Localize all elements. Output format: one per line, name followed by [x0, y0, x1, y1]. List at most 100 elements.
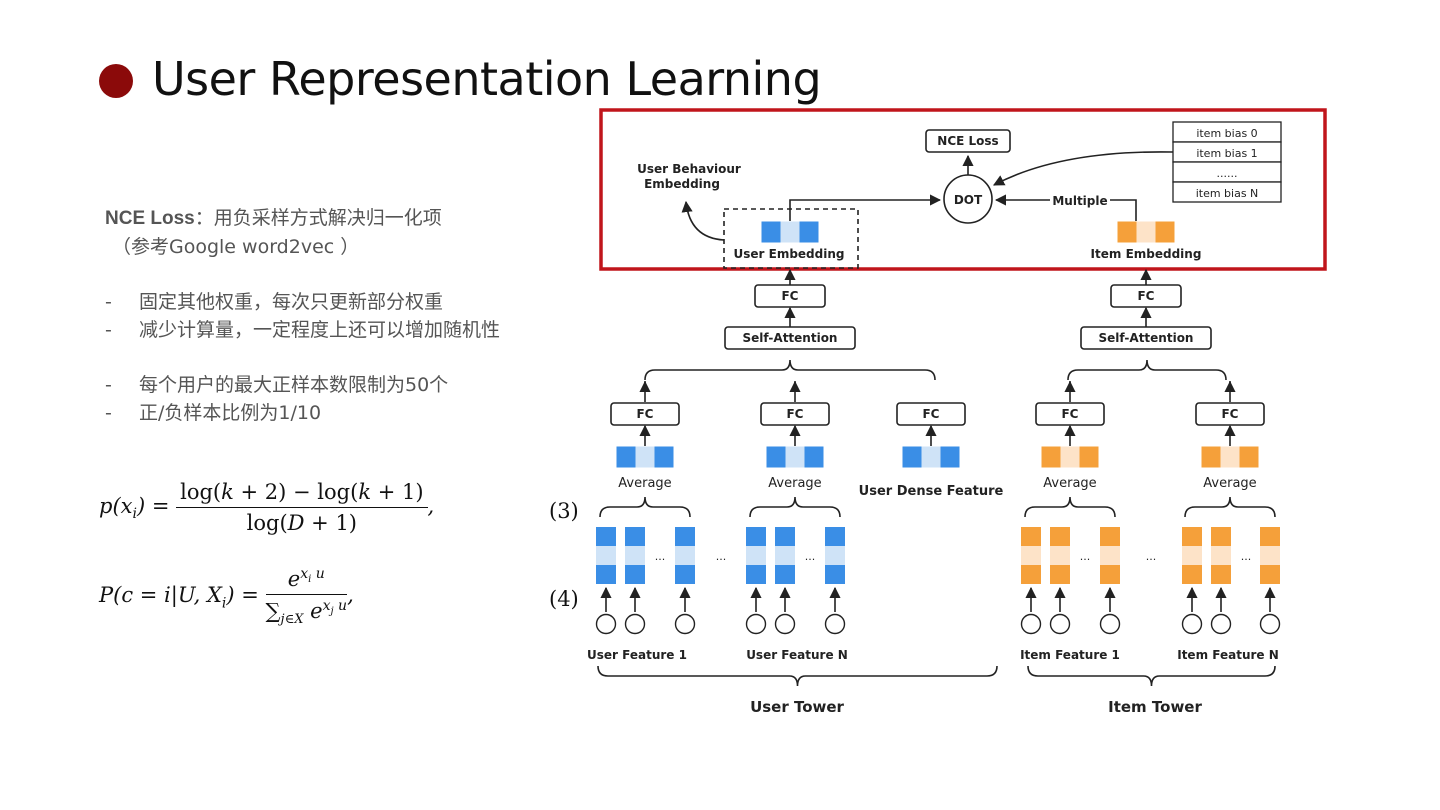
nce-loss-node-label: NCE Loss	[937, 134, 998, 148]
item-col-0-fc-node-label: FC	[1061, 407, 1078, 421]
user-g1-feature-vector-cell	[625, 527, 645, 546]
item-g2-feature-vector-cell	[1211, 546, 1231, 565]
user-col-1-avg-vector-cell	[785, 446, 805, 468]
item-g1-feature-vector-cell	[1050, 565, 1070, 584]
item-between-ellipsis: ...	[1146, 550, 1157, 563]
user-g1-feature-vector-cell	[625, 565, 645, 584]
item-embedding-vector-cell	[1117, 221, 1137, 243]
item-bias-label: item bias 1	[1196, 147, 1257, 160]
item-sa-brace	[1067, 359, 1227, 381]
user-self-attention-node	[724, 326, 856, 350]
dense-feature-vector-cell	[902, 446, 922, 468]
user-col-1-avg-brace	[749, 496, 841, 518]
user-behaviour-label: User Behaviour	[637, 162, 741, 176]
item-g1-feature-vector-cell	[1100, 527, 1120, 546]
item-col-1-fc-node-label: FC	[1221, 407, 1238, 421]
item-g1-feature-vector-cell	[1050, 527, 1070, 546]
title-bullet-dot	[99, 64, 133, 98]
bullet-item: -减少计算量，一定程度上还可以增加随机性	[105, 319, 501, 341]
user-g2-feature-vector-cell	[746, 565, 766, 584]
user-g2-feature-vector-cell	[775, 546, 795, 565]
slide-title: User Representation Learning	[152, 52, 822, 106]
item-bias-row	[1172, 181, 1282, 203]
formula-p-fraction: log(k + 2) − log(k + 1) log(D + 1)	[176, 480, 428, 535]
item-fc-node-label: FC	[1137, 289, 1154, 303]
item-self-attention-node	[1080, 326, 1212, 350]
item-g1-feature-vector-cell	[1021, 565, 1041, 584]
item-feature-1-label: Item Feature 1	[1020, 648, 1120, 662]
user-col-0-avg-vector-cell	[635, 446, 655, 468]
item-col-0-avg-vector-cell	[1079, 446, 1099, 468]
item-g1-feature-vector-cell	[1021, 546, 1041, 565]
user-col-0-avg-vector-cell	[616, 446, 636, 468]
user-col-1-fc-node-label: FC	[786, 407, 803, 421]
user-embedding-dashed-box	[723, 208, 859, 269]
item-col-1-avg-vector-cell	[1201, 446, 1221, 468]
user-g1-feature-vector-cell	[675, 565, 695, 584]
user-g2-feature-vector-cell	[746, 546, 766, 565]
item-g2-feature-input	[1181, 613, 1203, 635]
user-g2-feature-vector-cell	[775, 527, 795, 546]
user-col-1-fc-node	[760, 402, 830, 426]
user-g1-feature-input	[674, 613, 696, 635]
item-col-1-avg-vector-cell	[1220, 446, 1240, 468]
item-bias-row	[1172, 121, 1282, 143]
item-emb-line	[1110, 199, 1137, 221]
item-col-1-fc-node	[1195, 402, 1265, 426]
nce-loss-node	[925, 129, 1011, 153]
user-g2-feature-input	[745, 613, 767, 635]
item-g1-feature-vector-cell	[1100, 546, 1120, 565]
user-g1-ellipsis: ...	[655, 550, 666, 563]
bias-to-dot-arrow	[993, 151, 1174, 186]
user-g1-feature-vector-cell	[675, 546, 695, 565]
user-dense-feature-label: User Dense Feature	[859, 484, 1004, 499]
dense-feature-vector-cell	[921, 446, 941, 468]
item-embedding-vector-cell	[1155, 221, 1175, 243]
item-g2-feature-vector-cell	[1260, 565, 1280, 584]
item-g1-feature-input	[1099, 613, 1121, 635]
user-behaviour-arrow	[681, 200, 725, 241]
user-embedding-label: User Embedding	[734, 247, 845, 261]
user-col-0-fc-node	[610, 402, 680, 426]
user-g2-feature-vector-cell	[825, 565, 845, 584]
user-feature-n-label: User Feature N	[746, 648, 848, 662]
item-g1-ellipsis: ...	[1080, 550, 1091, 563]
user-col-1-avg-vector-cell	[804, 446, 824, 468]
nce-reference: （参考Google word2vec ）	[112, 236, 360, 258]
item-tower-label: Item Tower	[1108, 698, 1202, 716]
item-tower-brace	[1027, 665, 1276, 687]
item-self-attention-node-label: Self-Attention	[1099, 331, 1194, 345]
user-fc-node	[754, 284, 826, 308]
item-col-0-avg-vector-cell	[1060, 446, 1080, 468]
multiple-label: Multiple	[1052, 194, 1107, 208]
user-g2-ellipsis: ...	[805, 550, 816, 563]
user-g2-feature-vector-cell	[825, 546, 845, 565]
user-g1-feature-vector-cell	[596, 527, 616, 546]
user-col-1-avg-vector-cell	[766, 446, 786, 468]
user-tower-brace	[597, 665, 998, 687]
user-between-ellipsis: ...	[716, 550, 727, 563]
user-col-1-average-label: Average	[768, 476, 821, 491]
item-col-1-avg-brace	[1184, 496, 1276, 518]
item-g1-feature-vector-cell	[1100, 565, 1120, 584]
item-embedding-label: Item Embedding	[1091, 247, 1202, 261]
item-g2-feature-vector-cell	[1260, 546, 1280, 565]
item-g1-feature-input	[1020, 613, 1042, 635]
nce-label: NCE Loss	[105, 208, 195, 229]
item-bias-label: ......	[1217, 167, 1238, 180]
user-g1-feature-input	[624, 613, 646, 635]
user-col-0-average-label: Average	[618, 476, 671, 491]
nce-text: ：用负采样方式解决归一化项	[194, 207, 442, 229]
user-g1-feature-vector-cell	[625, 546, 645, 565]
user-sa-brace	[644, 359, 936, 381]
user-fc-node-label: FC	[781, 289, 798, 303]
user-g2-feature-input	[774, 613, 796, 635]
item-bias-row	[1172, 141, 1282, 163]
item-g1-feature-input	[1049, 613, 1071, 635]
highlight-frame	[599, 108, 1327, 271]
dense-fc-node-label: FC	[922, 407, 939, 421]
item-col-1-avg-vector-cell	[1239, 446, 1259, 468]
nce-description: NCE Loss：用负采样方式解决归一化项	[105, 204, 442, 233]
item-bias-label: item bias 0	[1196, 127, 1257, 140]
user-col-0-fc-node-label: FC	[636, 407, 653, 421]
